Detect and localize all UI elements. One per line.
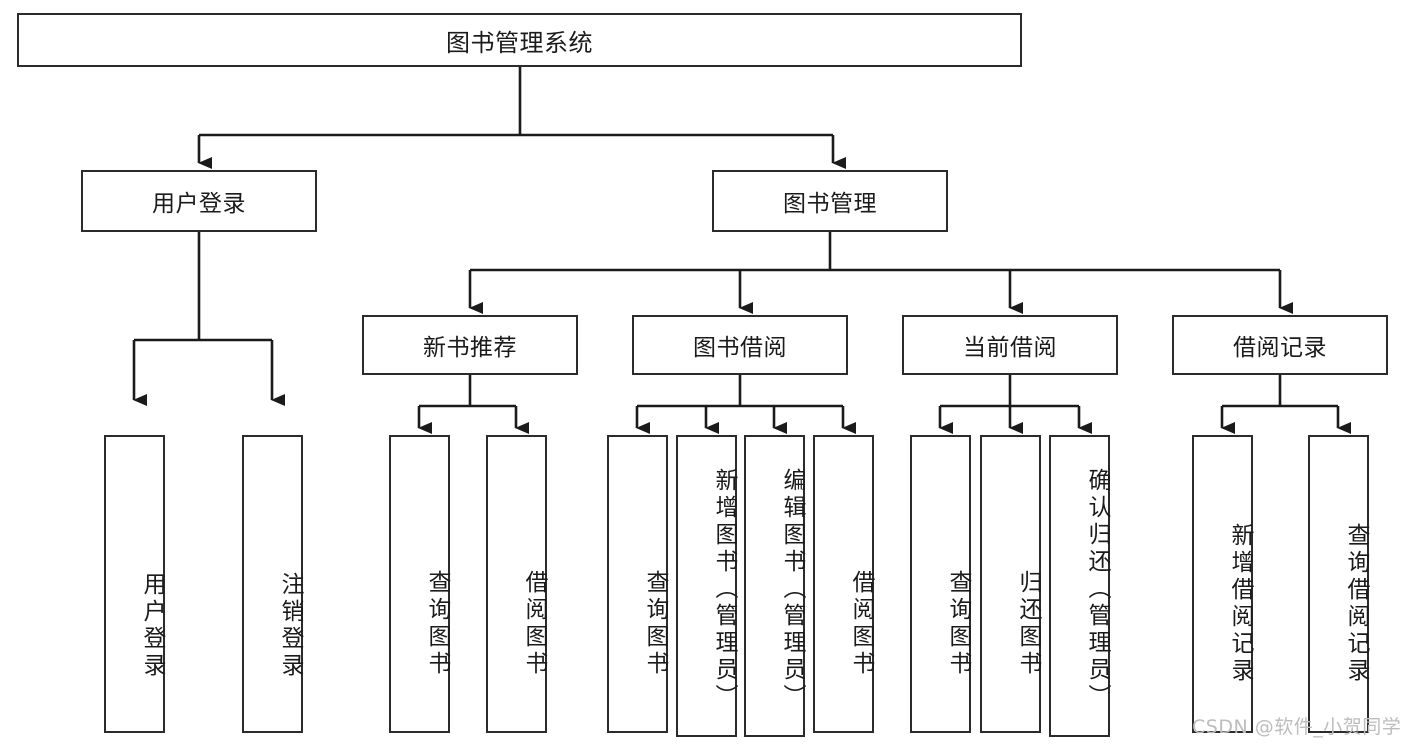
node-leaf-query-book-3[interactable]: 查询图书: [910, 435, 971, 733]
node-leaf-borrow-book-1[interactable]: 借阅图书: [486, 435, 547, 733]
csdn-watermark: CSDN @软件_小贺同学: [1192, 716, 1402, 738]
node-new-book-recommend[interactable]: 新书推荐: [362, 315, 578, 375]
node-leaf-borrow-book-2[interactable]: 借阅图书: [813, 435, 874, 733]
node-root-system[interactable]: 图书管理系统: [17, 13, 1022, 67]
node-borrow-record[interactable]: 借阅记录: [1172, 315, 1388, 375]
node-leaf-confirm-return[interactable]: 确认归还（管理员）: [1049, 435, 1110, 737]
node-current-borrow[interactable]: 当前借阅: [902, 315, 1118, 375]
node-book-manage[interactable]: 图书管理: [712, 170, 948, 232]
node-leaf-query-book-1[interactable]: 查询图书: [389, 435, 450, 733]
node-leaf-user-login[interactable]: 用户登录: [104, 435, 165, 733]
node-leaf-logout[interactable]: 注销登录: [242, 435, 303, 733]
node-leaf-query-book-2[interactable]: 查询图书: [607, 435, 668, 733]
node-user-login[interactable]: 用户登录: [81, 170, 317, 232]
node-book-borrow[interactable]: 图书借阅: [632, 315, 848, 375]
node-leaf-add-book[interactable]: 新增图书（管理员）: [676, 435, 737, 737]
node-leaf-return-book[interactable]: 归还图书: [980, 435, 1041, 733]
node-leaf-query-record[interactable]: 查询借阅记录: [1308, 435, 1369, 733]
node-leaf-edit-book[interactable]: 编辑图书（管理员）: [744, 435, 805, 737]
node-leaf-add-record[interactable]: 新增借阅记录: [1192, 435, 1253, 733]
